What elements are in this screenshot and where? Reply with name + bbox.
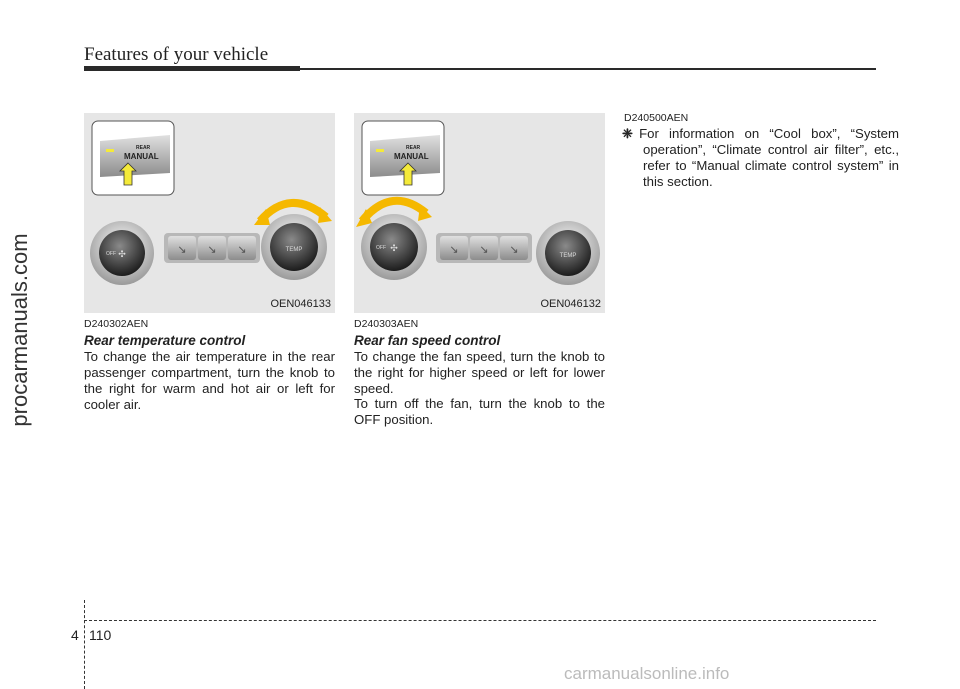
note-mark-icon: ❈ — [622, 126, 634, 141]
footer-rule — [84, 620, 876, 621]
note-paragraph: ❈ For information on “Cool box”, “System … — [622, 126, 899, 190]
section-code-temp: D240302AEN — [84, 318, 149, 330]
header-rule — [300, 68, 876, 70]
section-body-fan-1: To change the fan speed, turn the knob t… — [354, 349, 605, 396]
bottom-watermark: carmanualsonline.info — [564, 664, 730, 683]
up-arrow-icon — [399, 162, 417, 186]
figure-rear-temp: REAR MANUAL OFF ✣ ↘ ↘ ↘ TEMP OEN046133 — [84, 113, 335, 313]
section-body-temp: To change the air temperature in the rea… — [84, 349, 335, 412]
arc-arrow-left-icon — [254, 209, 270, 225]
figure-rear-fan: REAR MANUAL OFF ✣ ↘ ↘ ↘ TEMP OEN046132 — [354, 113, 605, 313]
knob-off-label: OFF — [106, 251, 116, 257]
vent-floor-icon: ↘ — [237, 244, 246, 256]
section-title-temp: Rear temperature control — [84, 333, 246, 348]
figure-rear-temp-illustration: REAR MANUAL OFF ✣ ↘ ↘ ↘ TEMP — [90, 120, 332, 285]
panel-label-top: REAR — [136, 145, 151, 151]
header-bar — [84, 66, 300, 71]
page-header-title: Features of your vehicle — [84, 44, 269, 65]
section-body-fan-2: To turn off the fan, turn the knob to th… — [354, 396, 605, 427]
knob-temp-label: TEMP — [560, 253, 577, 259]
panel-label-main: MANUAL — [394, 152, 429, 161]
up-arrow-icon — [119, 162, 137, 186]
section-code-fan: D240303AEN — [354, 318, 419, 330]
side-watermark: procarmanuals.com — [0, 180, 40, 480]
note-text: For information on “Cool box”, “System o… — [639, 126, 899, 189]
knob-temp-label: TEMP — [286, 247, 303, 253]
arc-arrow-right-icon — [418, 205, 432, 221]
arc-arrow-left-icon — [356, 209, 372, 227]
figure-rear-fan-illustration: REAR MANUAL OFF ✣ ↘ ↘ ↘ TEMP — [356, 120, 600, 285]
chapter-number: 4 — [71, 627, 79, 643]
fan-icon: ✣ — [390, 243, 398, 253]
figure-code: OEN046133 — [270, 298, 331, 310]
vent-bilevel-icon: ↘ — [479, 244, 488, 256]
vent-bilevel-icon: ↘ — [207, 244, 216, 256]
side-watermark-text: procarmanuals.com — [7, 233, 32, 427]
panel-label-top: REAR — [406, 145, 421, 151]
vent-face-icon: ↘ — [177, 244, 186, 256]
section-code-note: D240500AEN — [624, 112, 689, 124]
vent-floor-icon: ↘ — [509, 244, 518, 256]
figure-code: OEN046132 — [540, 298, 601, 310]
vent-face-icon: ↘ — [449, 244, 458, 256]
section-title-fan: Rear fan speed control — [354, 333, 501, 348]
fan-icon: ✣ — [118, 249, 126, 259]
panel-label-main: MANUAL — [124, 152, 159, 161]
page-number: 110 — [89, 627, 112, 643]
footer-divider — [84, 600, 85, 689]
arc-arrow-right-icon — [318, 207, 332, 223]
knob-off-label: OFF — [376, 245, 386, 251]
